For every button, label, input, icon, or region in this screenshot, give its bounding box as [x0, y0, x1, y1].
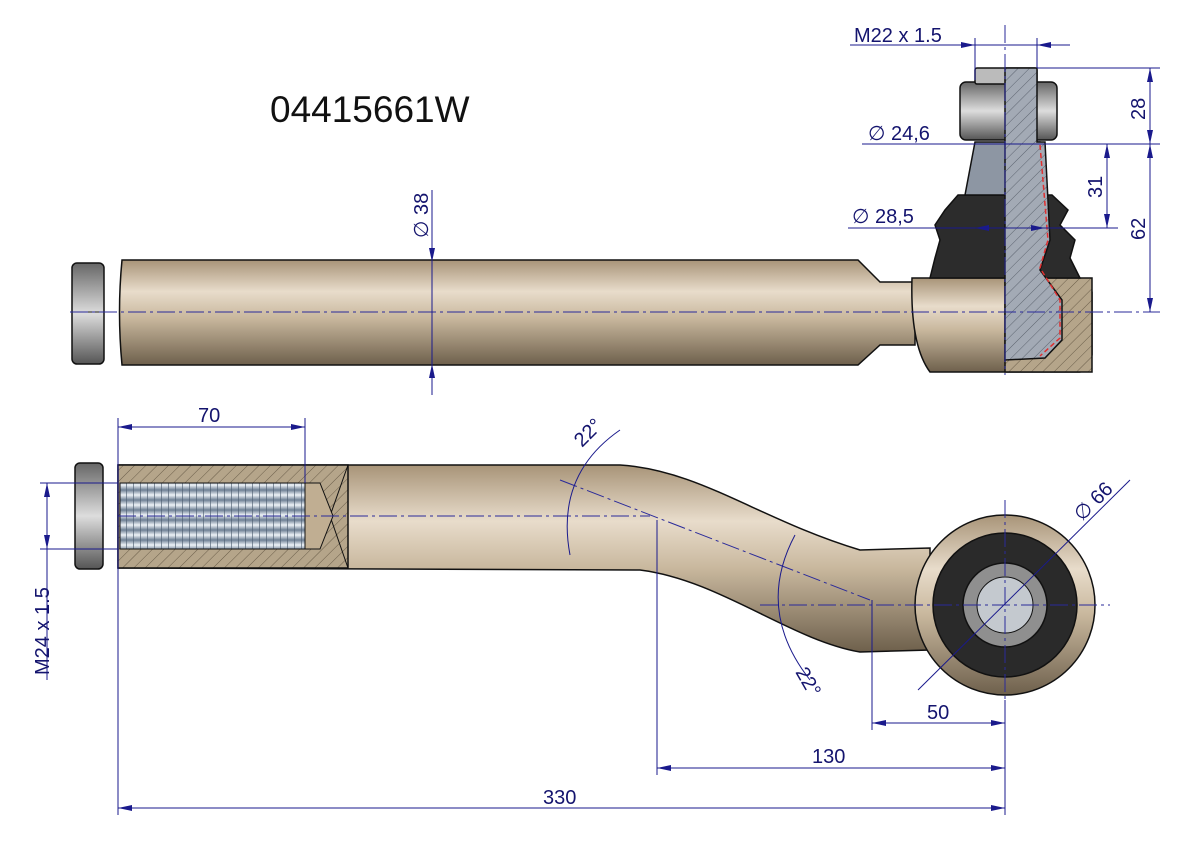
lock-nut-top — [71, 262, 105, 365]
dim-thread-m22: M22 x 1.5 — [854, 25, 942, 47]
dim-thread-m24: M24 x 1.5 — [32, 587, 54, 675]
top-view-dimensions: ∅ 38 M22 x 1.5 ∅ 24,6 ∅ 28,5 28 31 62 — [411, 25, 1160, 395]
dim-dia-24-6: ∅ 24,6 — [868, 123, 930, 145]
dim-dia-66: ∅ 66 — [1070, 478, 1118, 526]
dim-dia-38: ∅ 38 — [411, 193, 433, 238]
lock-nut-side — [74, 462, 104, 570]
dim-28: 28 — [1128, 98, 1150, 120]
dim-62: 62 — [1128, 218, 1150, 240]
dim-130: 130 — [812, 746, 845, 768]
dim-50: 50 — [927, 702, 949, 724]
ball-stud-section — [1004, 67, 1063, 361]
dim-dia-28-5: ∅ 28,5 — [852, 206, 914, 228]
part-number: 04415661W — [270, 89, 470, 130]
angle-22-lower: 22° — [791, 664, 825, 701]
dim-330: 330 — [543, 787, 576, 809]
dim-70: 70 — [198, 405, 220, 427]
dim-31: 31 — [1085, 176, 1107, 198]
top-view — [70, 25, 1160, 375]
side-view — [74, 462, 1110, 710]
angle-22-upper: 22° — [570, 415, 607, 452]
